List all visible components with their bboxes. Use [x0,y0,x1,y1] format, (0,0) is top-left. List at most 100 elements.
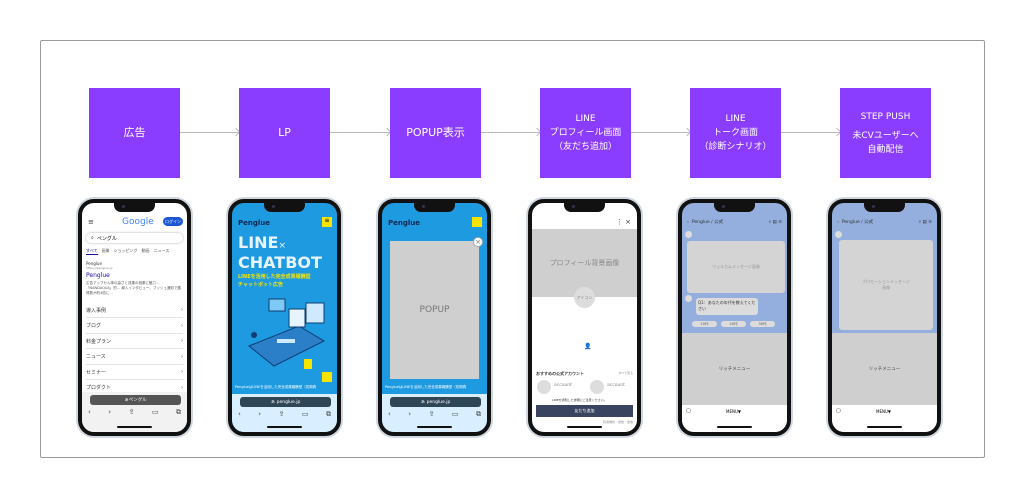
site-url: https://penglue.jp [86,266,113,270]
tabs-icon[interactable]: ⧉ [326,410,331,418]
back-icon[interactable]: ‹ [238,410,241,418]
tabs-icon[interactable]: ⧉ [476,410,481,418]
home-indicator [567,426,602,428]
hero-sub2: チャットボット広告 [238,282,283,288]
answer-option[interactable]: 20代 [721,321,746,327]
keyboard-icon[interactable]: ▢ [686,408,691,414]
search-input[interactable]: ⌕ペングル [86,233,183,243]
account-avatar [537,380,551,394]
browser-toolbar: ぁ penglue.jp ‹ › ⇪ ▭ ⧉ [382,394,487,432]
menu-bar: ▢ MENU▼ [682,405,787,432]
phone-popup: Penglue POPUP × PenglueはLINEを活用した完全成果報酬型… [378,199,491,436]
menu-bar: ▢ MENU▼ [832,405,937,432]
forward-icon[interactable]: › [258,410,262,418]
answer-option[interactable]: 10代 [692,321,717,327]
step-label-line: トーク画面 [712,128,758,138]
url-bar[interactable]: ぁ penglue.jp [390,397,481,407]
account-name[interactable]: account [554,383,572,388]
chevron-right-icon: › [181,384,183,391]
menu-toggle[interactable]: MENU▼ [726,409,741,414]
phone-notch [264,203,305,212]
result-title[interactable]: Penglue [86,272,110,279]
account-name[interactable]: account [607,383,625,388]
footer-links[interactable]: 利用規約・報告・送信 [602,420,633,424]
forward-icon[interactable]: › [108,408,112,416]
hamburger-button[interactable] [472,217,482,227]
chat-button[interactable] [322,372,332,382]
sitelink[interactable]: ニュース› [86,350,183,365]
phone-lp: Penglue ≡ LINE× CHATBOT LINEを活用した完全成果報酬型… [228,199,341,436]
menu-toggle[interactable]: MENU▼ [876,409,891,414]
url-bar[interactable]: ぁペングル [90,395,181,405]
flow-step-1: 広告 [89,88,180,178]
step-label-line: 自動配信 [867,144,904,155]
sitelink-label: 導入事例 [86,307,107,314]
url-bar[interactable]: ぁ penglue.jp [240,397,331,407]
step-label-line: 広告 [123,126,146,139]
popup-close-button[interactable]: × [473,237,483,247]
chat-title: Penglue / 公式 [841,220,874,225]
menu-icon[interactable]: ≡ [88,218,94,226]
forward-icon[interactable]: › [408,410,412,418]
search-tab[interactable]: ショッピング [113,248,138,253]
sitelink[interactable]: 料金プラン › [86,334,183,349]
rich-menu[interactable]: リッチメニュー [682,333,787,405]
home-indicator [417,426,452,428]
step-label-line: LINE [725,114,746,124]
browser-toolbar: ぁペングル ‹ › ⇪ ▭ ⧉ [82,392,187,432]
add-friend-icon[interactable]: 👤 [584,343,592,350]
phone-notch [414,203,455,212]
bot-avatar [835,231,842,238]
flow-arrow [481,132,540,133]
back-icon[interactable]: ‹ [388,410,391,418]
penglue-logo: Penglue [388,219,421,227]
bookmarks-icon[interactable]: ▭ [451,410,459,418]
sitelink-label: プロダクト [86,385,112,391]
hero-illustration [248,298,326,369]
search-tab[interactable]: 画像 [101,248,110,253]
step-label-line: （診断シナリオ） [699,142,772,152]
tabs-icon[interactable]: ⧉ [176,408,181,416]
sitelink-label: 料金プラン [86,338,112,345]
sitelink-label: セミナー [86,369,107,376]
browser-toolbar: ぁ penglue.jp ‹ › ⇪ ▭ ⧉ [232,394,337,432]
add-friend-button[interactable]: 友だち追加 [536,405,633,417]
sitelink[interactable]: ブログ› [86,319,183,334]
search-tab[interactable]: すべて [86,248,98,255]
chevron-right-icon: › [181,338,183,344]
step-label-line: LINE [575,114,596,124]
back-icon[interactable]: ‹ [837,219,839,225]
answer-option[interactable]: 30代 [750,321,775,327]
share-icon[interactable]: ⇪ [128,408,135,416]
phone-line-profile: ⋮ × プロフィール背景画像 アイコン 👤 おすすめの公式アカウント すべて見る… [528,199,641,436]
bookmarks-icon[interactable]: ▭ [301,410,309,418]
close-icon[interactable]: ⋮ × [615,218,631,226]
result-snippet: 広告アップセル率の高さと成果の相乗に魅力…「NANDAQUA」的… 導入インタビ… [86,281,181,295]
login-button[interactable]: ログイン [163,217,183,226]
recommended-title: おすすめの公式アカウント [536,371,584,376]
rich-menu[interactable]: リッチメニュー [832,333,937,405]
share-icon[interactable]: ⇪ [428,410,435,418]
bookmarks-icon[interactable]: ▭ [151,408,159,416]
step-label-line: LP [278,126,291,139]
search-icon[interactable]: ⌕ ▤ ≡ [768,220,782,225]
sitelink[interactable]: 導入事例› [86,303,183,318]
flow-arrow [180,132,239,133]
see-all-link[interactable]: すべて見る [618,371,633,375]
keyboard-icon[interactable]: ▢ [836,408,841,414]
phone-line-talk: ‹Penglue / 公式⌕ ▤ ≡ ウェルカムメッセージ画像 Q1：あなたの年… [678,199,791,436]
share-icon[interactable]: ⇪ [278,410,285,418]
search-tab[interactable]: ニュース [153,248,170,253]
step-label-line: STEP PUSH [860,111,911,122]
flow-arrow [330,132,390,133]
step-label-line: 未CVユーザーへ [852,130,919,141]
popup-modal[interactable]: POPUP [390,241,479,379]
search-icon[interactable]: ⌕ ▤ ≡ [918,220,932,225]
back-icon[interactable]: ‹ [88,408,91,416]
sitelink[interactable]: セミナー› [86,365,183,380]
phone-google-search: ≡ Google ログイン ⌕ペングル すべて画像ショッピング動画ニュース Pe… [78,199,191,436]
back-icon[interactable]: ‹ [687,219,689,225]
hamburger-button[interactable]: ≡ [322,217,332,227]
search-tab[interactable]: 動画 [141,248,150,253]
chat-title: Penglue / 公式 [691,220,724,225]
